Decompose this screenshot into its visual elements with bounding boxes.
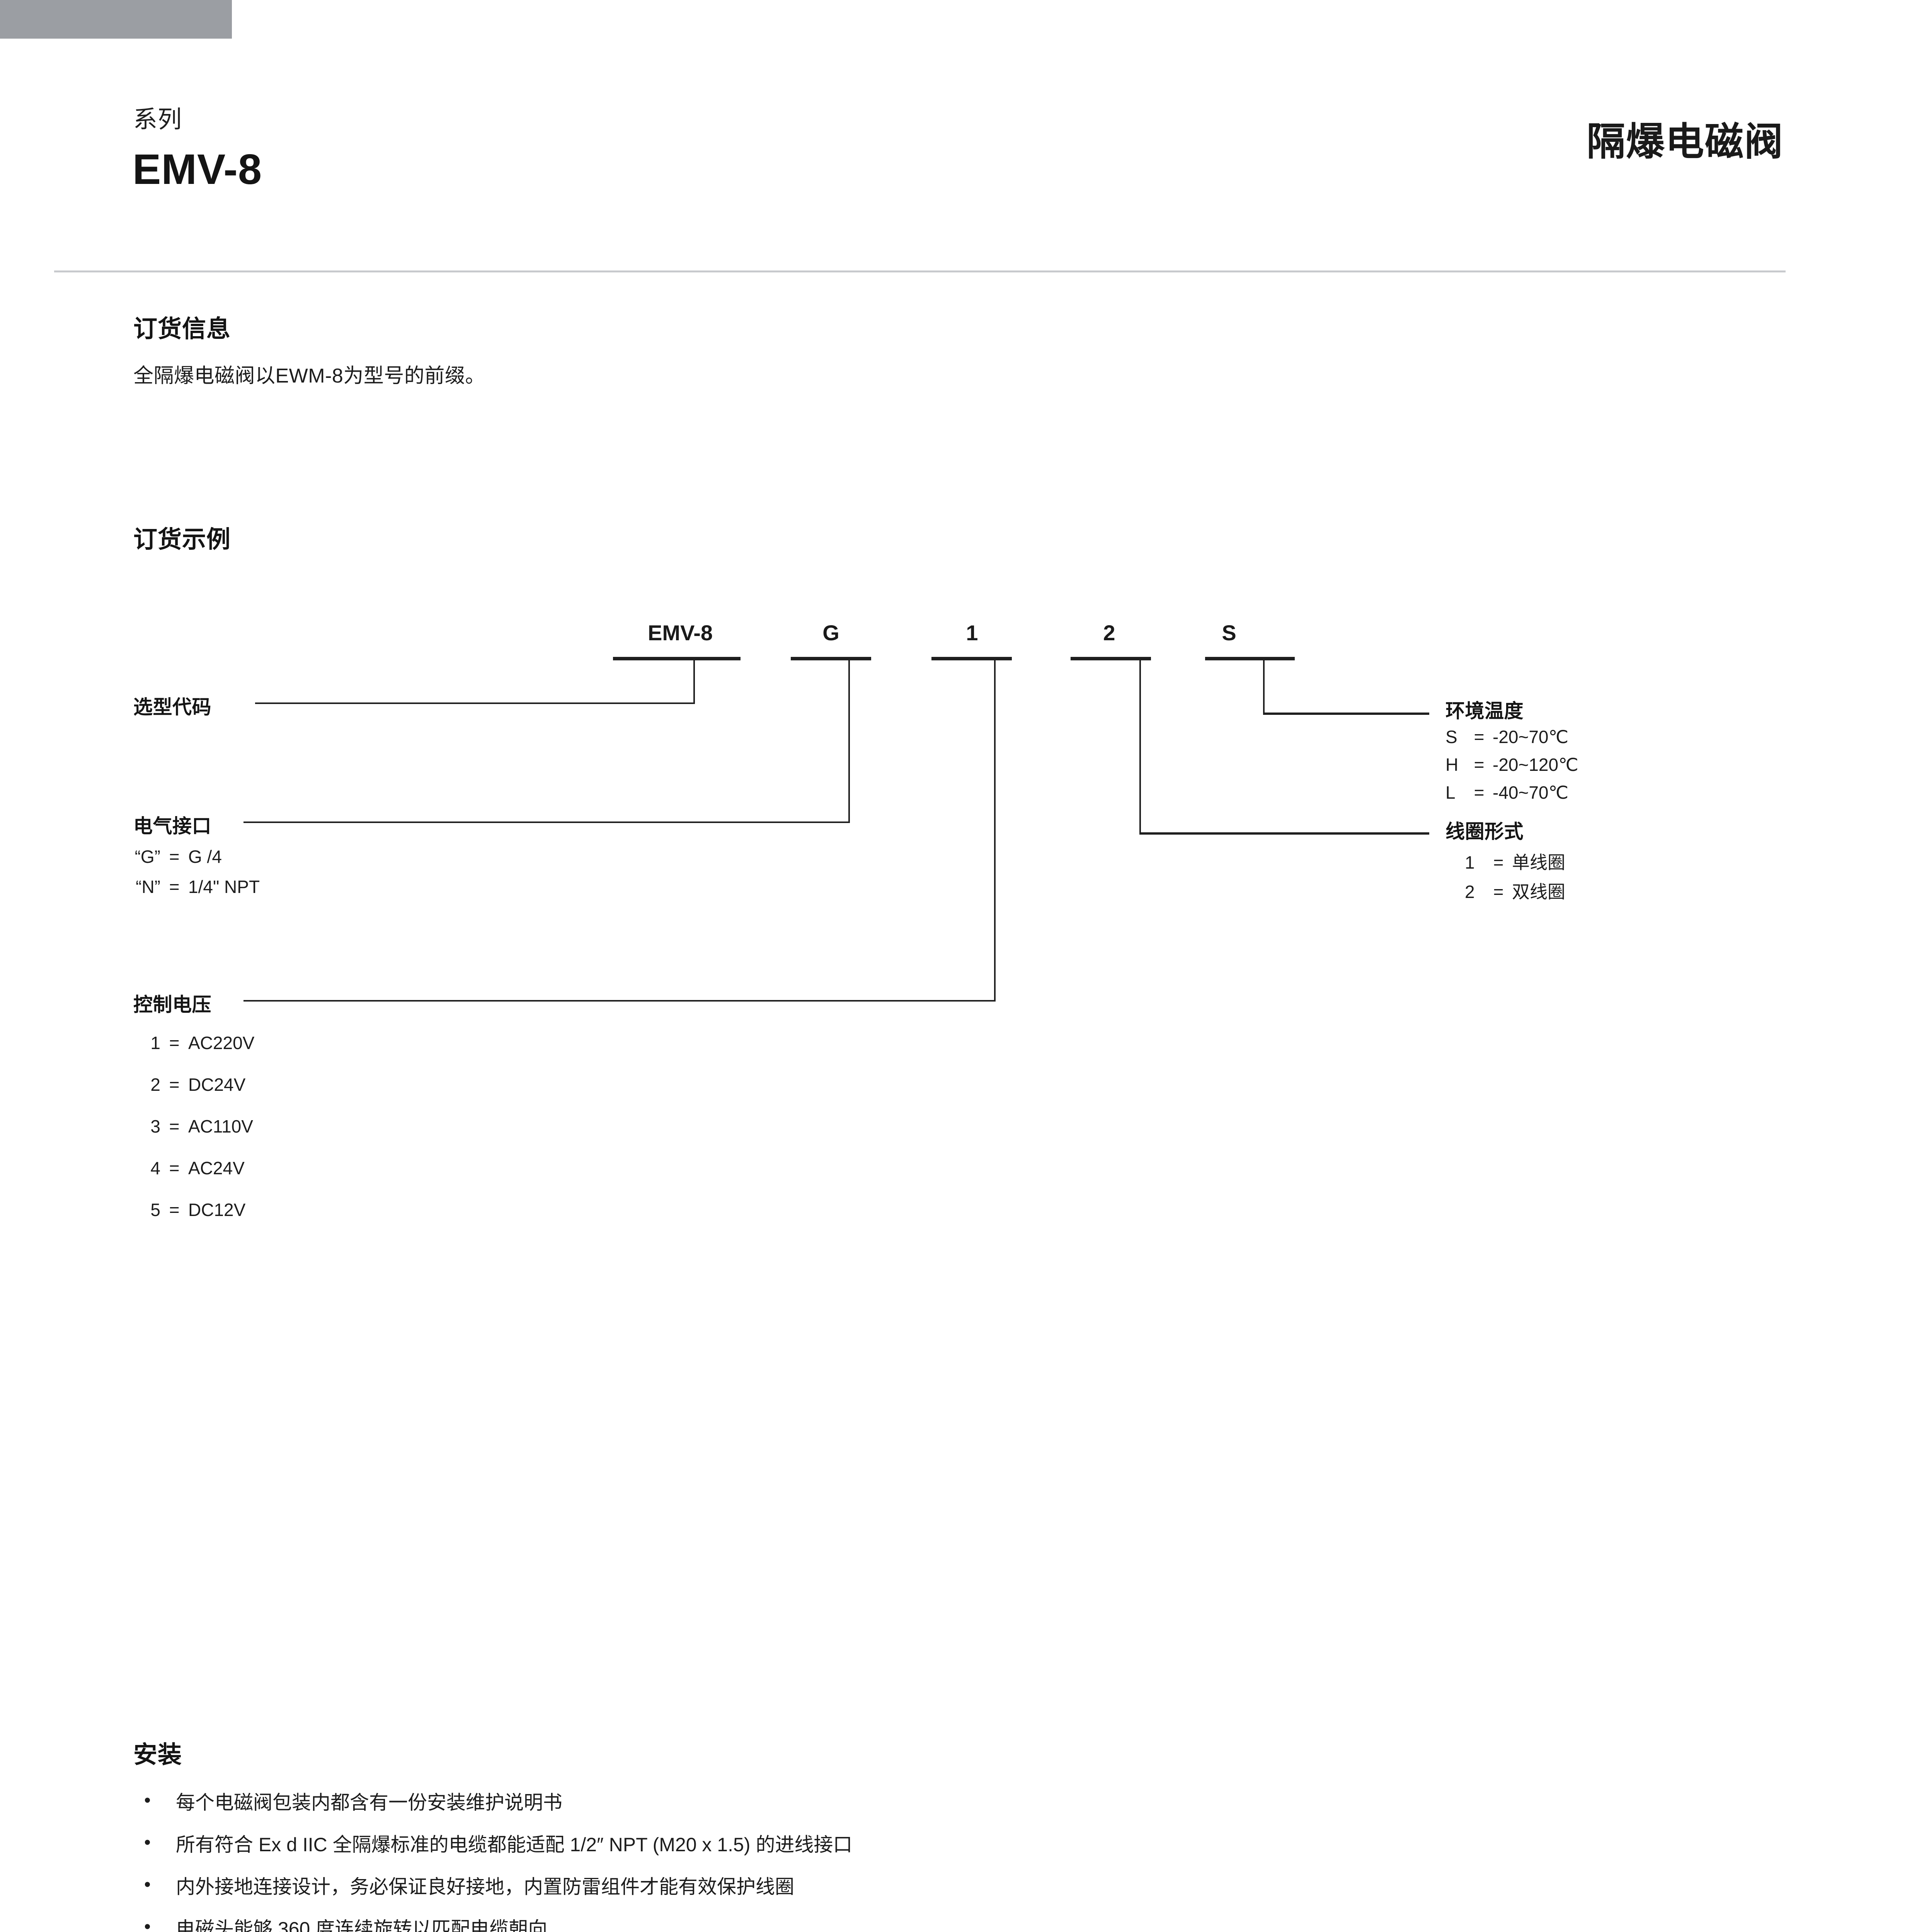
option-equals: = (169, 1158, 180, 1178)
option-key: “G” (134, 847, 160, 867)
list-item: 内外接地连接设计，务必保证良好接地，内置防雷组件才能有效保护线圈 (133, 1872, 1641, 1901)
option-key: S (1445, 727, 1457, 747)
option-row-temp-h: H = -20~120℃ (1445, 754, 1578, 775)
option-row-temp-l: L = -40~70℃ (1445, 782, 1568, 803)
option-equals: = (169, 877, 180, 897)
code-cell-electrical-interface: G (822, 621, 839, 645)
option-equals: = (1493, 882, 1504, 902)
option-key: 2 (1465, 882, 1475, 902)
leader-model-vertical (693, 657, 695, 704)
option-key: 4 (150, 1158, 160, 1178)
ordering-info-heading: 订货信息 (133, 316, 231, 342)
option-key: 1 (1465, 852, 1475, 872)
installation-bullet-list: 每个电磁阀包装内都含有一份安装维护说明书 所有符合 Ex d IIC 全隔爆标准… (133, 1787, 1641, 1932)
option-value: AC24V (188, 1158, 245, 1178)
option-value: 双线圈 (1512, 882, 1565, 902)
installation-heading: 安装 (133, 1742, 182, 1768)
option-equals: = (1474, 755, 1485, 775)
option-key: “N” (136, 877, 160, 897)
group-title-coil-type: 线圈形式 (1445, 821, 1524, 842)
option-row-voltage-2: 2 = DC24V (133, 1074, 245, 1095)
option-key: 1 (150, 1033, 160, 1053)
leader-voltage-horizontal (243, 1000, 996, 1002)
code-rule-electrical-interface (791, 657, 871, 660)
option-value: DC12V (188, 1200, 246, 1220)
code-cell-model: EMV-8 (647, 621, 713, 645)
code-rule-model (613, 657, 741, 660)
option-value: 单线圈 (1512, 852, 1565, 872)
order-code-diagram: EMV-8 G 1 2 S 选型代码 电气接口 “G” = G /4 (133, 621, 1578, 1220)
option-value: AC110V (188, 1116, 253, 1136)
option-value: -20~70℃ (1493, 727, 1569, 747)
list-item: 所有符合 Ex d IIC 全隔爆标准的电缆都能适配 1/2″ NPT (M20… (133, 1830, 1641, 1859)
option-equals: = (1474, 782, 1485, 803)
corner-accent-block (0, 0, 232, 39)
leader-voltage-vertical (994, 657, 996, 1002)
code-cell-ambient-temperature: S (1222, 621, 1236, 645)
group-title-control-voltage: 控制电压 (133, 994, 211, 1015)
option-equals: = (169, 1200, 180, 1220)
list-item: 每个电磁阀包装内都含有一份安装维护说明书 (133, 1787, 1641, 1816)
code-rule-coil-type (1071, 657, 1151, 660)
option-key: H (1445, 755, 1459, 775)
option-equals: = (169, 1075, 180, 1095)
option-equals: = (169, 1116, 180, 1136)
code-cell-control-voltage: 1 (966, 621, 978, 645)
leader-interface-horizontal (243, 821, 850, 823)
product-category-title: 隔爆电磁阀 (1587, 120, 1784, 163)
leader-interface-vertical (848, 657, 850, 823)
option-key: L (1445, 782, 1456, 803)
option-key: 3 (150, 1116, 160, 1136)
code-cell-coil-type: 2 (1103, 621, 1115, 645)
option-value: DC24V (188, 1075, 246, 1095)
option-value: G /4 (188, 847, 222, 867)
option-value: -40~70℃ (1493, 782, 1569, 803)
leader-model-horizontal (255, 702, 695, 704)
group-title-selection-code: 选型代码 (133, 696, 211, 718)
option-row-interface-n: “N” = 1/4" NPT (133, 876, 260, 897)
option-equals: = (169, 847, 180, 867)
option-row-voltage-1: 1 = AC220V (133, 1032, 254, 1053)
option-equals: = (1493, 852, 1504, 872)
group-title-electrical-interface: 电气接口 (133, 815, 211, 837)
list-item: 电磁头能够 360 度连续旋转以匹配电缆朝向 (133, 1914, 1641, 1932)
ordering-info-body: 全隔爆电磁阀以EWM-8为型号的前缀。 (133, 365, 485, 387)
option-equals: = (1474, 727, 1485, 747)
option-value: 1/4" NPT (188, 877, 260, 897)
page-series-label: 系列 (133, 106, 182, 133)
option-value: AC220V (188, 1033, 255, 1053)
ordering-example-heading: 订货示例 (133, 526, 231, 553)
option-key: 2 (150, 1075, 160, 1095)
option-row-temp-s: S = -20~70℃ (1445, 726, 1568, 747)
code-rule-control-voltage (931, 657, 1012, 660)
header-divider (54, 270, 1786, 272)
option-row-interface-g: “G” = G /4 (133, 846, 222, 867)
option-row-coil-2: 2 = 双线圈 (1465, 878, 1565, 903)
leader-temperature-vertical (1263, 657, 1265, 714)
option-equals: = (169, 1033, 180, 1053)
group-title-ambient-temperature: 环境温度 (1445, 700, 1524, 722)
code-rule-ambient-temperature (1205, 657, 1295, 660)
leader-coil-vertical (1139, 657, 1141, 834)
option-row-coil-1: 1 = 单线圈 (1465, 849, 1565, 874)
leader-coil-horizontal (1139, 832, 1429, 835)
leader-temperature-horizontal (1263, 713, 1429, 715)
option-row-voltage-4: 4 = AC24V (133, 1158, 245, 1179)
option-value: -20~120℃ (1493, 755, 1578, 775)
option-row-voltage-5: 5 = DC12V (133, 1199, 245, 1220)
page-title: EMV-8 (133, 146, 262, 193)
option-row-voltage-3: 3 = AC110V (133, 1116, 253, 1137)
option-key: 5 (150, 1200, 160, 1220)
